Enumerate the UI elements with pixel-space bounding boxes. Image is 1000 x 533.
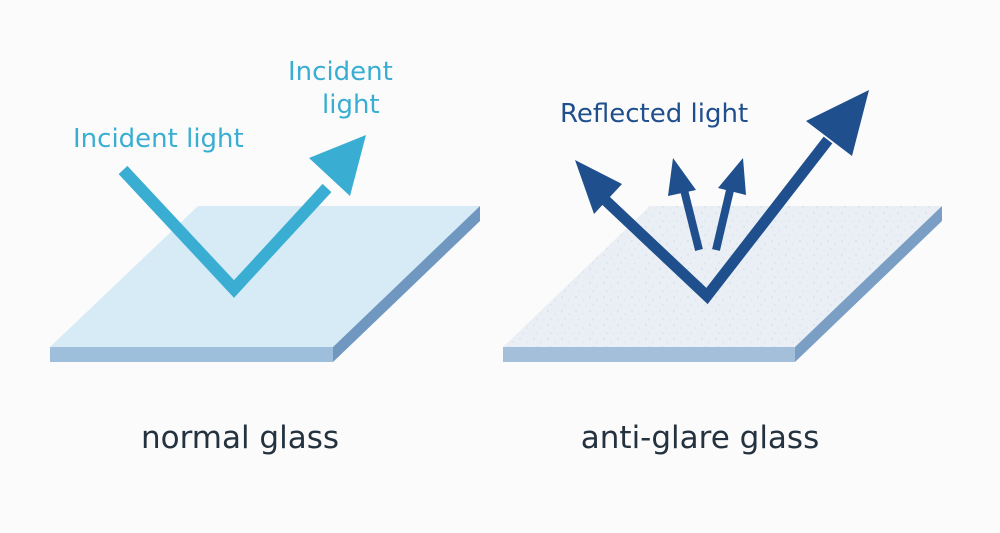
normal-glass-caption: normal glass <box>141 420 339 456</box>
normal-glass-reflected-arrowhead <box>309 135 366 196</box>
antiglare-left-arrowhead <box>575 160 622 214</box>
antiglare-glass-front-face <box>503 347 795 362</box>
normal-glass-incident-label-left: Incident light <box>73 124 244 154</box>
normal-glass-incident-label-right-line1: Incident <box>288 57 393 87</box>
antiglare-right-arrowhead <box>806 90 869 156</box>
antiglare-scatter-ray-2 <box>712 185 735 251</box>
antiglare-scatter-arrowhead-1 <box>668 158 696 196</box>
normal-glass-incident-label-right-line2: light <box>322 90 380 120</box>
antiglare-scatter-arrowhead-2 <box>718 158 746 195</box>
normal-glass-top-face <box>50 206 480 347</box>
normal-glass-front-face <box>50 347 333 362</box>
antiglare-reflected-label: Reflected light <box>560 99 748 129</box>
normal-glass-side-face <box>333 206 480 362</box>
antiglare-light-path <box>575 90 869 305</box>
normal-glass-incident-ray <box>118 165 332 298</box>
antiglare-main-ray <box>599 136 833 305</box>
antiglare-glass-side-face <box>795 206 942 362</box>
normal-glass-panel <box>50 206 480 362</box>
antiglare-scatter-ray-1 <box>679 185 703 251</box>
antiglare-glass-caption: anti-glare glass <box>581 420 819 456</box>
normal-glass-light-path <box>118 135 366 298</box>
